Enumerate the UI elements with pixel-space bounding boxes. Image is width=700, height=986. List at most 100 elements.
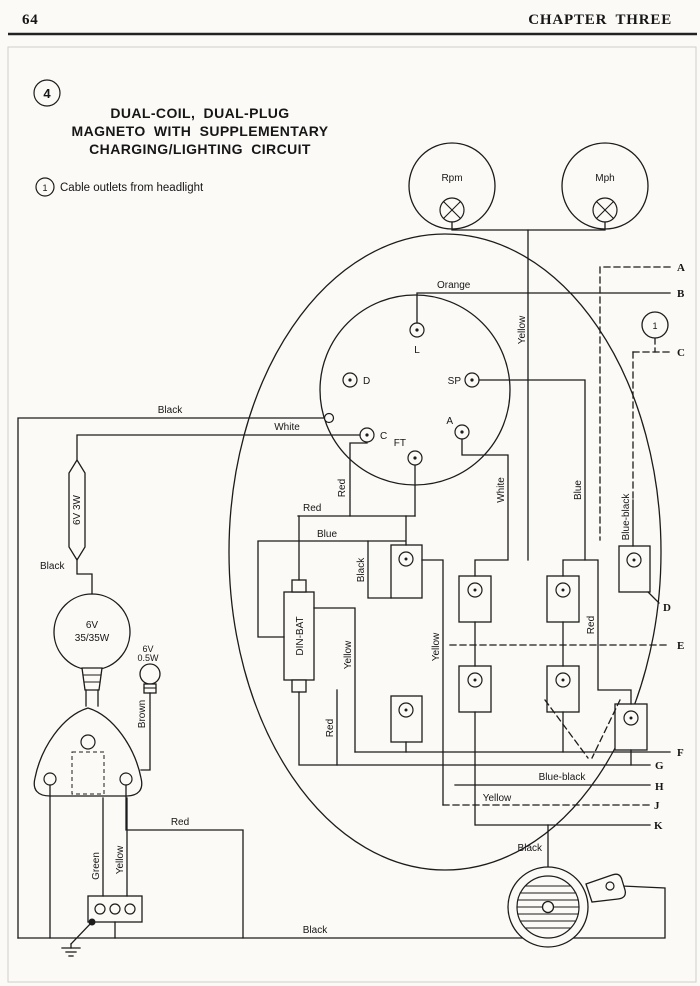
rpm-bulb-icon <box>439 197 465 223</box>
gauges: Rpm Mph <box>408 142 649 231</box>
pilot-label-1: 6V <box>142 644 153 654</box>
figure-title-line-3: CHARGING/LIGHTING CIRCUIT <box>89 141 311 157</box>
legend-callout-badge <box>35 177 55 197</box>
shell-terminal-right <box>119 772 133 786</box>
connector-f: F <box>677 747 684 759</box>
wire-label-red-right: Red <box>586 616 597 634</box>
regulator-din-bat: DIN-BAT <box>283 579 315 693</box>
chapter-title: CHAPTER THREE <box>528 12 672 28</box>
terminal-block-8 <box>614 703 648 751</box>
figure-border <box>7 46 697 983</box>
terminal-block-1 <box>390 544 423 599</box>
terminal-a <box>454 424 470 440</box>
wire-label-black-bottom: Black <box>303 925 328 936</box>
connector-letters: A B C D E F G H J K <box>654 262 685 832</box>
bulb-label-2: 35/35W <box>75 633 110 644</box>
wire-label-white-vert: White <box>496 477 507 503</box>
magneto-edge-terminal <box>323 412 335 424</box>
terminal-l-label: L <box>414 345 420 356</box>
terminal-a-label: A <box>446 416 453 427</box>
wire-label-blue-horiz: Blue <box>317 529 337 540</box>
cable-diag-1 <box>544 699 589 759</box>
wire-black-bottom <box>17 885 666 939</box>
wire-d-stub <box>647 591 660 604</box>
wire-label-yellow-mid: Yellow <box>431 632 442 661</box>
wire-g-line <box>298 691 651 766</box>
page-number: 64 <box>22 12 39 28</box>
mph-bulb-icon <box>592 197 618 223</box>
figure-title-line-1: DUAL-COIL, DUAL-PLUG <box>110 105 289 121</box>
wire-label-red-shell: Red <box>171 817 189 828</box>
wiring <box>17 229 671 939</box>
wire-white-vert <box>461 438 509 577</box>
bulb-base <box>81 667 103 691</box>
terminal-d <box>342 372 358 388</box>
wire-label-red-vert: Red <box>337 479 348 497</box>
bulb-label-1: 6V <box>86 620 99 631</box>
switch-lever <box>70 921 93 945</box>
legend-callout-number: 1 <box>42 183 47 193</box>
connector-h: H <box>655 781 664 793</box>
wire-label-blueblack-vert: Blue-black <box>621 493 632 541</box>
connector-k: K <box>654 820 663 832</box>
wire-label-red-cluster: Red <box>325 719 336 737</box>
pilot-label-2: 0.5W <box>137 653 159 663</box>
connector-g: G <box>655 760 664 772</box>
wire-label-orange: Orange <box>437 280 471 291</box>
wire-label-blueblack-horiz: Blue-black <box>539 772 587 783</box>
wire-label-black-din: Black <box>356 557 367 582</box>
regulator-label: DIN-BAT <box>295 616 306 655</box>
wire-red-shell <box>125 784 244 939</box>
terminal-sp-label: SP <box>448 376 462 387</box>
headlight-bulb: 6V 35/35W <box>53 593 131 691</box>
connector-b: B <box>677 288 685 300</box>
shell-dashed-box <box>71 751 105 795</box>
wire-white-left <box>76 434 361 461</box>
wire-black-din <box>367 540 392 599</box>
figure-number-badge <box>33 79 61 107</box>
terminal-block-3 <box>546 575 580 623</box>
cable-diag-2 <box>591 699 621 759</box>
cable-outlet-callout-number: 1 <box>652 321 657 331</box>
wire-brown <box>140 692 151 771</box>
terminal-d-label: D <box>363 376 370 387</box>
wire-yellow-din <box>313 607 356 753</box>
legend-text: Cable outlets from headlight <box>60 182 204 194</box>
gauge-link-wire <box>451 221 606 231</box>
wire-orange <box>416 292 671 324</box>
connector-d: D <box>663 602 671 614</box>
figure-title-block: 4 DUAL-COIL, DUAL-PLUG MAGNETO WITH SUPP… <box>33 79 328 197</box>
wire-black-fuse <box>76 558 93 595</box>
terminal-c <box>359 427 375 443</box>
mph-gauge-label: Mph <box>595 173 614 184</box>
rpm-gauge-label: Rpm <box>441 173 462 184</box>
wire-black-left <box>17 417 325 939</box>
terminal-c-label: C <box>380 431 387 442</box>
wire-label-yellow-j: Yellow <box>483 793 512 804</box>
shell-terminal-left <box>43 772 57 786</box>
magneto-housing: L D SP C FT A <box>319 294 511 486</box>
terminal-block-5 <box>458 665 492 713</box>
terminal-ft-label: FT <box>394 438 406 449</box>
ignition-switch <box>70 895 143 945</box>
connector-j: J <box>654 800 660 812</box>
terminal-block-6 <box>546 665 580 713</box>
wire-label-yellow-din: Yellow <box>343 640 354 669</box>
wire-label-red-horiz: Red <box>303 503 321 514</box>
horn <box>507 866 626 948</box>
connector-c: C <box>677 347 685 359</box>
wire-red-right <box>584 559 632 705</box>
wire-labels: Orange Yellow Black White Red Red Blue B… <box>40 280 632 936</box>
shell-center-post <box>80 734 96 750</box>
wire-label-blue-vert: Blue <box>573 480 584 500</box>
wire-label-black-left: Black <box>158 405 183 416</box>
wire-label-white-left: White <box>274 422 300 433</box>
ground-symbol <box>61 943 81 957</box>
connector-a: A <box>677 262 685 274</box>
wire-label-green: Green <box>91 852 102 880</box>
wire-yellow-mid <box>421 559 444 806</box>
page-header: 64 CHAPTER THREE <box>8 12 697 36</box>
cable-a-dashed <box>599 266 671 541</box>
terminal-block-4 <box>618 545 651 593</box>
